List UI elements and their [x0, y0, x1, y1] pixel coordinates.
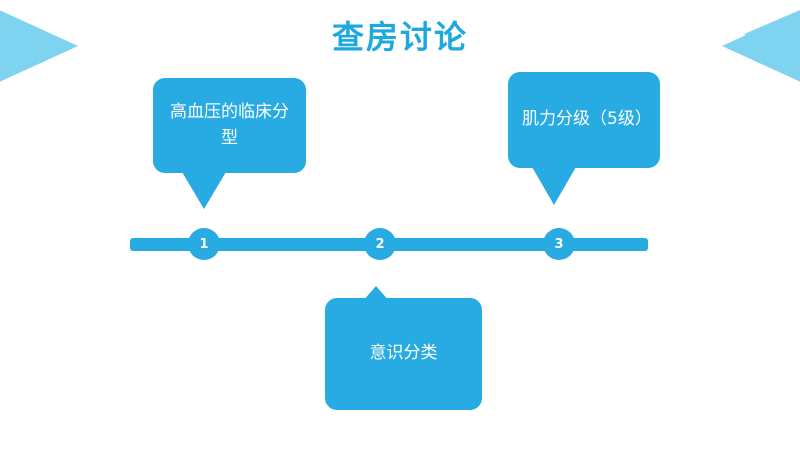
top-right-triangle-front-icon: [722, 4, 800, 88]
top-left-triangle-icon: [0, 4, 78, 88]
callout-consciousness-text: 意识分类: [369, 343, 438, 364]
timeline-node-3[interactable]: 3: [543, 228, 575, 260]
callout-hypertension-text: 高血压的临床分型: [170, 102, 289, 148]
timeline-node-2[interactable]: 2: [364, 228, 396, 260]
callout-consciousness-label: 意识分类: [325, 298, 482, 410]
callout-muscle-strength-text: 肌力分级（5级）: [522, 109, 652, 130]
callout-tail-down-icon: [532, 167, 576, 205]
timeline-node-1[interactable]: 1: [188, 228, 220, 260]
callout-hypertension-label: 高血压的临床分型: [153, 78, 306, 173]
callout-tail-down-icon: [182, 172, 226, 209]
callout-muscle-strength-label: 肌力分级（5级）: [508, 72, 660, 168]
page-title: 查房讨论: [331, 18, 468, 56]
